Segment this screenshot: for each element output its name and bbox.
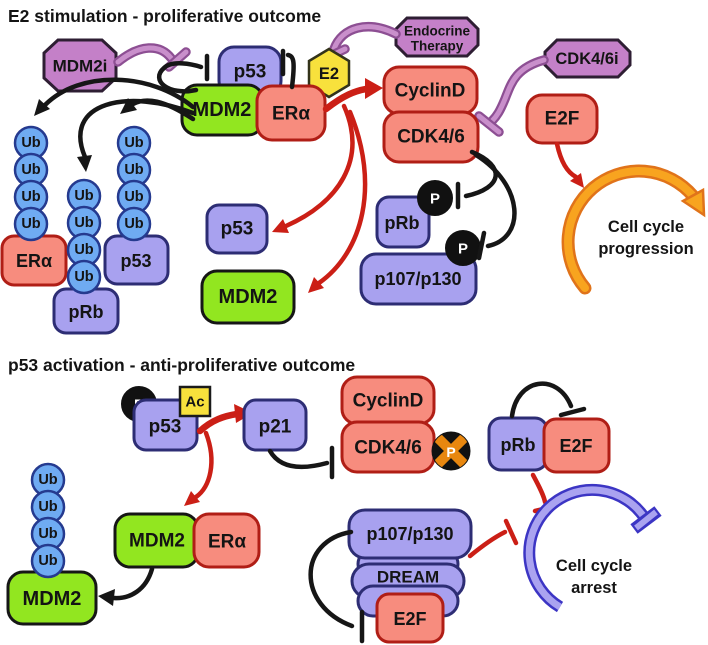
er-alpha-label: ERα: [272, 104, 310, 125]
er-alpha-inhibits-p53-hook: [280, 48, 296, 90]
ub-circle: [13, 206, 49, 242]
e2f-box: [525, 93, 599, 145]
e2f-label: E2F: [545, 109, 580, 130]
mdm2-box: [200, 269, 296, 325]
cyclind-label: CyclinD: [395, 81, 466, 102]
phospho-label: P: [430, 191, 440, 208]
mdm2-inhibits-p53-arc: [156, 53, 210, 94]
p53-label: p53: [120, 251, 151, 271]
ub-label: Ub: [74, 188, 93, 204]
progression-label-line1: Cell cycle: [608, 218, 684, 236]
e2f-box: [542, 417, 611, 474]
ub-label: Ub: [38, 526, 57, 542]
ub-label: Ub: [38, 553, 57, 569]
p53-induces-mdm2-complex-arrow: [184, 430, 214, 506]
mdm2-label: MDM2: [219, 286, 278, 308]
p53-box: [205, 203, 269, 255]
prb-label: pRb: [385, 213, 420, 233]
er-alpha-label: ERα: [16, 251, 52, 271]
er-alpha-box: [192, 512, 261, 569]
blocked-phospho-badge: P: [431, 431, 471, 471]
cdk46-inhibits-p107-arc: [473, 152, 517, 261]
ub-circle: [116, 206, 152, 242]
cdk46-label: CDK4/6: [354, 438, 422, 459]
cdk46i-label: CDK4/6i: [555, 50, 618, 68]
dream-label: DREAM: [377, 568, 439, 587]
cell-cycle-progression-arrow: [561, 164, 706, 295]
er-alpha-label: ERα: [208, 532, 246, 553]
phospho-circle: [417, 180, 453, 216]
e2f-label: E2F: [393, 609, 426, 629]
cdk46i-inhibit-arc: [474, 55, 549, 137]
cyclind-label: CyclinD: [353, 391, 424, 412]
p107-p130-box: [359, 252, 478, 306]
phospho-label: P: [458, 241, 468, 258]
p21-label: p21: [259, 417, 292, 438]
e2f-box: [375, 592, 445, 644]
mdm2i-label: MDM2i: [53, 57, 108, 76]
dream-complex: p107/p130 DREAM E2F: [347, 508, 473, 644]
ub-label: Ub: [21, 189, 40, 205]
p107-p130-label: p107/p130: [374, 269, 461, 289]
ub-label: Ub: [38, 472, 57, 488]
e2-label: E2: [319, 65, 339, 83]
prb-inhibits-e2f-arc: [509, 381, 587, 419]
arrest-tbar-fill: [634, 509, 658, 531]
e2-hexagon: [307, 47, 351, 99]
mdm2i-octagon: [42, 38, 118, 93]
cell-cycle-arrest-arc: [523, 483, 662, 613]
endocrine-label-line1: Endocrine: [404, 24, 471, 39]
ub-label: Ub: [124, 162, 143, 178]
prb-label: pRb: [501, 435, 536, 455]
er-alpha-induces-p53-arrow: [272, 103, 355, 233]
ub-label: Ub: [124, 189, 143, 205]
ub-label: Ub: [124, 216, 143, 232]
ub-label: Ub: [21, 216, 40, 232]
ubiquitinated-mdm2: MDM2 Ub Ub Ub Ub: [6, 462, 98, 626]
er-alpha-induces-mdm2-arrow: [308, 109, 368, 293]
e2f-drives-cycle-arrow: [554, 141, 584, 188]
ub-label: Ub: [74, 242, 93, 258]
section-title-top: E2 stimulation - proliferative outcome: [8, 6, 321, 26]
p21-inhibits-cdk46-arc: [267, 445, 335, 480]
dream-inhibits-cycle: [467, 518, 519, 559]
acetyl-label: Ac: [185, 394, 204, 411]
ub-label: Ub: [74, 269, 93, 285]
mdm2-label: MDM2: [129, 531, 185, 552]
prb-box: [375, 195, 431, 249]
ub-label: Ub: [21, 162, 40, 178]
cdk46-label: CDK4/6: [397, 127, 465, 148]
progression-label-line2: progression: [598, 240, 693, 258]
ub-circle: [66, 259, 102, 295]
ubiquitinated-er-alpha: ERα Ub Ub Ub Ub: [0, 125, 68, 287]
er-alpha-activates-cyclind-arrow: [322, 78, 383, 113]
ub-label: Ub: [38, 499, 57, 515]
mdm2-label: MDM2: [23, 588, 82, 610]
phospho-label: P: [446, 444, 455, 460]
endocrine-label-line2: Therapy: [411, 39, 464, 54]
ubiquitinated-prb: pRb Ub Ub Ub Ub: [52, 178, 120, 335]
ub-circle: [30, 543, 66, 579]
acetyl-square: [178, 385, 212, 418]
complex-to-ubiquitinated-mdm2-arrow: [98, 566, 155, 606]
arrest-label-line1: Cell cycle: [556, 557, 632, 575]
p107-inhibits-e2f-arc: [308, 529, 365, 644]
cdk46-box: [382, 110, 480, 164]
ub-label: Ub: [124, 135, 143, 151]
p21-box: [242, 398, 308, 452]
ub-label: Ub: [74, 215, 93, 231]
p107-p130-label: p107/p130: [366, 524, 453, 544]
p53-label: p53: [149, 417, 182, 438]
mdm2-ubiquitination-arrows: [34, 77, 196, 172]
arrest-label-line2: arrest: [571, 579, 617, 597]
p53-label: p53: [234, 62, 267, 83]
mdm2-label: MDM2: [193, 99, 252, 121]
section-title-bottom: p53 activation - anti-proliferative outc…: [8, 355, 355, 375]
e2f-label: E2F: [559, 436, 592, 456]
ubiquitinated-p53: p53 Ub Ub Ub Ub: [103, 125, 170, 286]
ub-label: Ub: [21, 135, 40, 151]
progression-arrowhead: [680, 187, 706, 218]
p53-label: p53: [221, 219, 254, 240]
prb-label: pRb: [69, 302, 104, 322]
